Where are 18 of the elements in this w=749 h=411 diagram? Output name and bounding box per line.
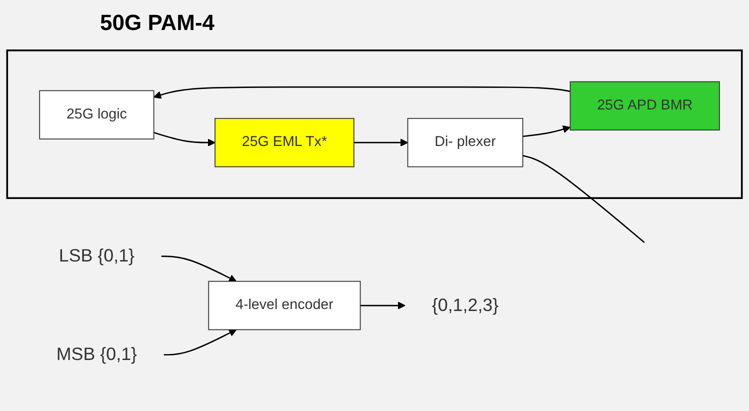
arrow: [161, 256, 237, 282]
node-box: 4-level encoder: [208, 280, 361, 330]
arrow: [153, 86, 570, 99]
arrow: [164, 329, 237, 356]
cluster: [6, 50, 743, 199]
node-box: 25G logic: [39, 90, 154, 140]
arrow: [354, 138, 408, 147]
node-box: 25G APD BMR: [570, 81, 720, 131]
node-box: 25G EML Tx*: [214, 118, 354, 168]
arrow: [360, 302, 406, 310]
node-text: {0,1,2,3}: [432, 296, 499, 316]
node-text: LSB {0,1}: [58, 246, 135, 266]
node-text: MSB {0,1}: [56, 344, 138, 365]
connector: [522, 155, 645, 243]
diagram-title: 50G PAM-4: [100, 10, 216, 36]
arrow: [154, 132, 216, 147]
node-box: Di- plexer: [407, 118, 524, 168]
arrow: [522, 125, 571, 138]
